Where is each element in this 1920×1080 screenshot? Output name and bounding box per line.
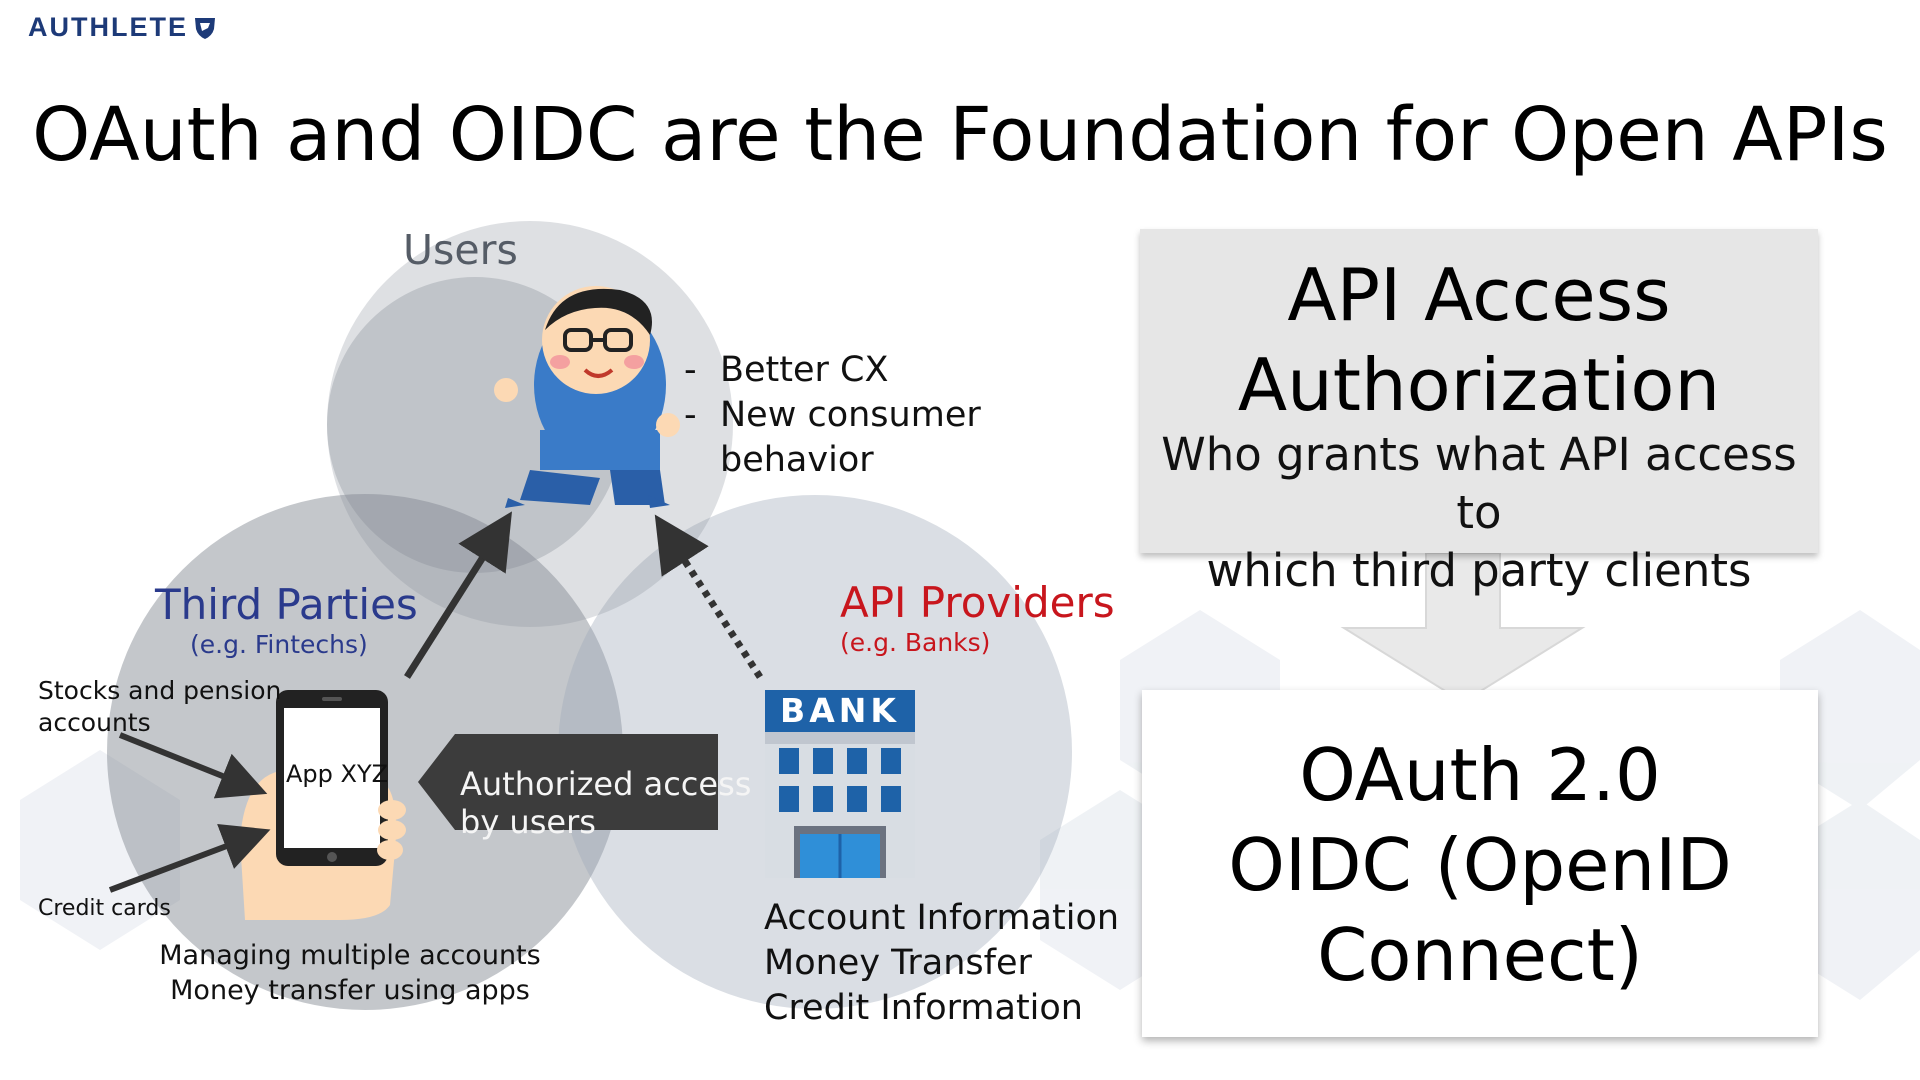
shield-logo-icon — [195, 17, 215, 39]
list-item: -Better CX — [684, 350, 889, 390]
down-arrow-connector — [1340, 552, 1586, 704]
api-access-subtitle: Who grants what API access to which thir… — [1161, 428, 1797, 597]
api-access-box — [1140, 229, 1818, 553]
authorized-access-text: Authorized access by users — [460, 765, 752, 841]
user-benefits-list: -Better CX -New consumer behavior — [684, 348, 981, 483]
list-item: Money Transfer — [764, 943, 1032, 983]
arrow-app-to-user — [404, 511, 512, 679]
api-access-title: API Access Authorization — [1237, 253, 1721, 427]
arrow-stocks-to-app — [118, 732, 268, 799]
phone-illustration — [240, 690, 406, 920]
api-providers-label: API Providers — [840, 578, 1115, 627]
logo-text: AUTHLETE — [28, 12, 188, 42]
authorized-access-callout — [418, 734, 718, 830]
third-party-uses-text: Managing multiple accounts Money transfe… — [159, 940, 541, 1006]
bank-building-illustration — [765, 732, 915, 878]
stocks-accounts-text: Stocks and pension accounts — [38, 676, 282, 737]
bank-services-list: Account Information Money Transfer Credi… — [764, 896, 1119, 1031]
api-providers-sublabel: (e.g. Banks) — [840, 628, 991, 657]
slide-title: OAuth and OIDC are the Foundation for Op… — [32, 92, 1888, 178]
users-label: Users — [403, 226, 518, 274]
oauth-title: OAuth 2.0 OIDC (OpenID Connect) — [1228, 733, 1732, 997]
arrow-credit-to-app — [108, 824, 271, 893]
dotted-arrow-bank-to-user — [654, 514, 763, 679]
credit-cards-text: Credit cards — [38, 896, 171, 921]
list-item: Credit Information — [764, 988, 1083, 1028]
third-parties-sublabel: (e.g. Fintechs) — [190, 630, 368, 659]
list-item: Account Information — [764, 898, 1120, 938]
third-parties-label: Third Parties — [155, 580, 418, 629]
oauth-box — [1142, 690, 1818, 1037]
app-name-text: App XYZ — [286, 760, 389, 788]
user-person-illustration — [494, 286, 680, 508]
list-item: -New consumer — [684, 395, 981, 435]
authlete-logo: AUTHLETE — [28, 12, 218, 43]
bank-sign: BANK — [765, 690, 915, 732]
list-item: behavior — [720, 440, 874, 480]
